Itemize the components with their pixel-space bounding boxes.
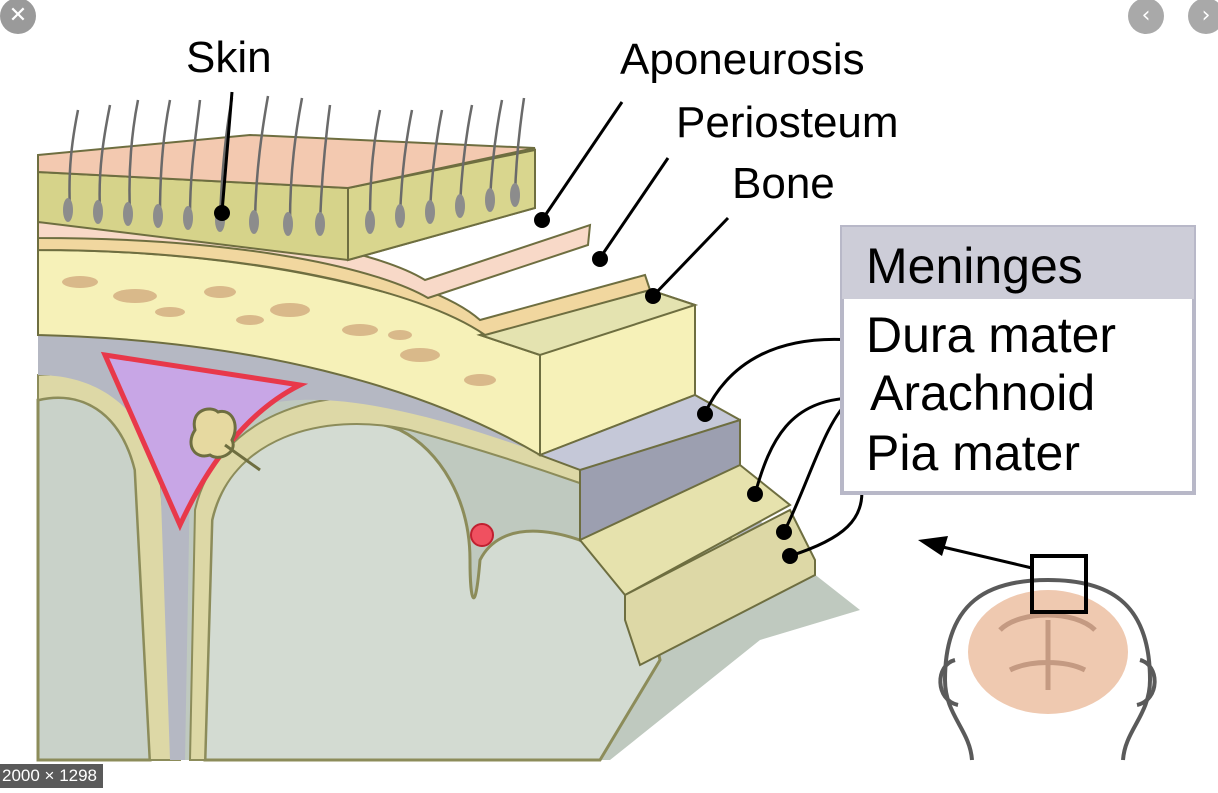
vessel	[470, 523, 494, 547]
arachnoid-block	[578, 463, 792, 597]
leader-dots	[214, 205, 798, 564]
meninges-header	[842, 227, 1194, 299]
next-image-button[interactable]: ›	[1188, 0, 1218, 34]
zoom-arrow	[929, 542, 1033, 570]
label-bone: Bone	[732, 159, 835, 208]
previous-image-button[interactable]: ‹	[1128, 0, 1164, 34]
close-icon[interactable]: ✕	[0, 0, 36, 34]
label-arachnoid: Arachnoid	[870, 365, 1095, 421]
brain-section-detail	[998, 612, 1097, 690]
label-dura-mater: Dura mater	[866, 307, 1116, 363]
dermis-front	[347, 148, 536, 262]
label-pia-mater: Pia mater	[866, 425, 1080, 481]
pia-block	[624, 508, 816, 667]
zoom-box	[1030, 554, 1088, 614]
meninges-title: Meninges	[866, 238, 1083, 294]
ear-right	[1136, 658, 1157, 707]
zoom-arrowhead	[918, 536, 948, 556]
bone-texture	[62, 276, 496, 386]
image-dimensions-badge: 2000 × 1298	[0, 764, 104, 788]
label-periosteum: Periosteum	[676, 98, 899, 147]
ear-left	[938, 658, 959, 707]
leader-lines	[220, 91, 864, 558]
label-aponeurosis: Aponeurosis	[620, 35, 865, 84]
label-skin: Skin	[186, 33, 272, 82]
hair-follicles	[63, 183, 520, 236]
head-inset	[918, 536, 1157, 761]
arachnoid-granulation	[189, 407, 261, 472]
